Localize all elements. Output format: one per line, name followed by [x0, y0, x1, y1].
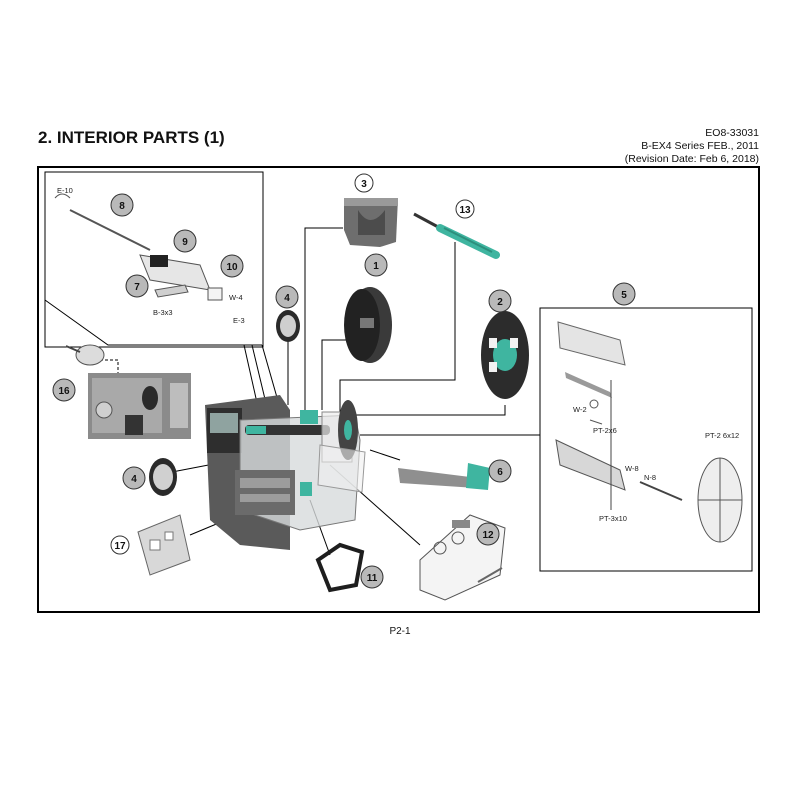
inset-box-top-left — [44, 171, 264, 348]
label-w4: W-4 — [229, 293, 243, 302]
series-line: B-EX4 Series FEB., 2011 — [641, 140, 759, 152]
revision-line: (Revision Date: Feb 6, 2018) — [624, 153, 759, 165]
inset-top-left-parts — [54, 193, 223, 301]
callout-9: 9 — [173, 229, 197, 253]
callout-11: 11 — [360, 565, 384, 589]
label-b3x3: B-3x3 — [153, 308, 173, 317]
part-3-core-holder — [344, 198, 398, 247]
callout-10: 10 — [220, 254, 244, 278]
document-info: EO8-33031 B-EX4 Series FEB., 2011 (Revis… — [625, 127, 759, 166]
svg-text:7: 7 — [134, 282, 140, 293]
svg-text:1: 1 — [373, 261, 379, 272]
svg-text:3: 3 — [361, 179, 367, 190]
svg-text:6: 6 — [497, 467, 503, 478]
callout-12: 12 — [476, 522, 500, 546]
callout-3: 3 — [354, 173, 374, 193]
inset-box-right — [539, 307, 753, 572]
svg-text:8: 8 — [119, 201, 125, 212]
page-number: P2-1 — [389, 626, 411, 637]
label-w2: W-2 — [573, 405, 587, 414]
inset-right-parts — [555, 321, 743, 543]
svg-text:4: 4 — [284, 293, 290, 304]
callout-6: 6 — [488, 459, 512, 483]
part-4-gear-left — [149, 458, 177, 496]
callout-13: 13 — [455, 199, 475, 219]
part-6-bracket — [398, 463, 490, 490]
part-2-flange — [481, 311, 529, 399]
svg-text:2: 2 — [497, 297, 503, 308]
label-pt3x10: PT-3x10 — [599, 514, 627, 523]
label-pt26x12: PT-2 6x12 — [705, 431, 739, 440]
svg-text:12: 12 — [482, 530, 494, 541]
part-11-guide — [315, 542, 365, 593]
svg-text:11: 11 — [367, 573, 378, 584]
part-16-photo — [88, 373, 191, 439]
callout-1: 1 — [364, 253, 388, 277]
svg-text:16: 16 — [58, 386, 70, 397]
callout-7: 7 — [125, 274, 149, 298]
callout-4-left: 4 — [122, 466, 146, 490]
label-n8: N-8 — [644, 473, 656, 482]
hardware-labels: E-10 W-4 B-3x3 E-3 W-2 PT-2x6 PT-2 6x12 … — [57, 186, 739, 523]
callouts: 8 9 10 7 3 13 1 4 2 5 16 4 6 17 12 11 — [52, 173, 636, 589]
callout-8: 8 — [110, 193, 134, 217]
svg-text:17: 17 — [114, 541, 126, 552]
part-1-flange — [344, 287, 392, 363]
svg-text:4: 4 — [131, 474, 137, 485]
callout-2: 2 — [488, 289, 512, 313]
doc-number: EO8-33031 — [705, 127, 759, 139]
svg-text:10: 10 — [226, 262, 238, 273]
svg-text:13: 13 — [459, 205, 471, 216]
callout-4-top: 4 — [275, 285, 299, 309]
label-pt2x6: PT-2x6 — [593, 426, 617, 435]
label-w8: W-8 — [625, 464, 639, 473]
callout-16: 16 — [52, 378, 76, 402]
printer-body — [205, 395, 366, 550]
callout-5: 5 — [612, 282, 636, 306]
part-13-shaft — [413, 212, 500, 259]
label-e10: E-10 — [57, 186, 73, 195]
svg-text:9: 9 — [182, 237, 188, 248]
callout-17: 17 — [110, 535, 130, 555]
section-title: 2. INTERIOR PARTS (1) — [38, 128, 225, 147]
diagram-frame — [37, 166, 760, 613]
part-16-gear — [65, 344, 105, 366]
label-e3: E-3 — [233, 316, 245, 325]
part-17-bracket — [137, 514, 191, 576]
svg-text:5: 5 — [621, 290, 627, 301]
part-4-gear-top — [276, 310, 300, 342]
